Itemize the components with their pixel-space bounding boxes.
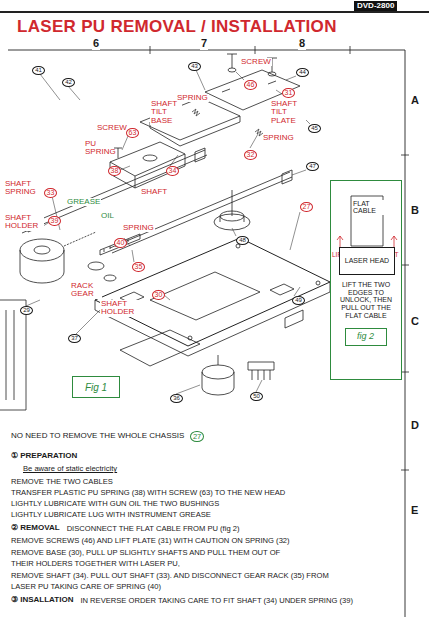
note-text: LIGHTLY LUBRICATE LUG WITH INSTRUMENT GR… xyxy=(10,511,212,519)
callout-number: 47 xyxy=(306,162,319,171)
part-label: SPRING xyxy=(122,224,155,232)
callout-number: 43 xyxy=(188,62,201,71)
grid-reference: C xyxy=(410,316,420,328)
callout-number: 42 xyxy=(62,78,75,87)
note-text: Be aware of static electricity xyxy=(22,465,118,473)
grid-reference: A xyxy=(410,95,420,107)
page-title: LASER PU REMOVAL / INSTALLATION xyxy=(16,18,338,36)
note-text: THEIR HOLDERS TOGETHER WITH LASER PU, xyxy=(10,560,181,568)
callout-number: 50 xyxy=(250,392,263,401)
callout-number: 33 xyxy=(44,188,57,198)
part-label: RACK GEAR xyxy=(70,282,102,299)
instruction-text: LIFT THE TWO EDGES TO UNLOCK, THEN PULL … xyxy=(335,281,397,319)
grid-reference: 6 xyxy=(92,38,100,50)
box-label: Fig 1 xyxy=(85,382,107,393)
model-number: DVD-2800 xyxy=(354,1,397,11)
callout-number: 44 xyxy=(296,68,309,77)
callout-number: 45 xyxy=(308,124,321,133)
part-label: SHAFT TILT PLATE xyxy=(270,100,306,125)
grid-reference: B xyxy=(410,205,420,217)
part-label: SHAFT xyxy=(140,188,168,196)
callout-number: 36 xyxy=(170,394,183,403)
part-label: OIL xyxy=(100,212,115,220)
callout-number: 35 xyxy=(132,262,145,272)
grid-reference: D xyxy=(410,420,420,432)
callout-number: 32 xyxy=(244,150,257,160)
callout-number: 29 xyxy=(20,306,33,315)
grid-reference: E xyxy=(410,505,419,517)
part-label: GREASE xyxy=(66,198,101,206)
note-text: TRANSFER PLASTIC PU SPRING (38) WITH SCR… xyxy=(10,489,286,497)
note-text: DISCONNECT THE FLAT CABLE FROM PU (fig 2… xyxy=(66,525,241,533)
callout-number: 38 xyxy=(108,166,121,176)
part-label: SHAFT SPRING xyxy=(4,180,38,197)
note-text: REMOVE SCREWS (46) AND LIFT PLATE (31) W… xyxy=(10,537,291,545)
part-label: SCREW xyxy=(240,58,272,66)
callout-number: 63 xyxy=(126,128,139,138)
callout-number: 31 xyxy=(282,88,295,98)
callout-number: 41 xyxy=(32,66,45,75)
figure-panel: LASER HEAD fig 2 LIFT THE TWO EDGES TO UNL… xyxy=(330,180,402,380)
part-label: PU SPRING xyxy=(84,140,114,157)
figure-label: Fig 1 xyxy=(72,376,120,398)
callout-number: 46 xyxy=(244,80,257,90)
part-label: SCREW xyxy=(96,124,128,132)
grid-reference: 7 xyxy=(200,38,208,50)
note-text: REMOVE THE TWO CABLES xyxy=(10,478,114,486)
callout-number: 30 xyxy=(152,290,165,300)
callout-number: 40 xyxy=(114,238,127,248)
laser-head-box: LASER HEAD xyxy=(339,247,395,275)
part-label: FLAT CABLE xyxy=(352,200,384,215)
callout-number: 37 xyxy=(68,334,81,343)
note-text: NO NEED TO REMOVE THE WHOLE CHASSIS xyxy=(10,432,185,440)
callout-number: 27 xyxy=(300,202,313,212)
figure-label: fig 2 xyxy=(345,328,387,346)
step-heading: ② REMOVAL xyxy=(10,524,61,532)
note-text: REMOVE BASE (30), PULL UP SLIGHTLY SHAFT… xyxy=(10,549,281,557)
grid-reference: 8 xyxy=(298,38,306,50)
callout-number: 39 xyxy=(48,216,61,226)
part-label: SPRING xyxy=(262,134,295,142)
note-text: IN REVERSE ORDER TAKING CARE TO FIT SHAF… xyxy=(79,597,354,605)
box-label: fig 2 xyxy=(357,332,374,342)
callout-number: 48 xyxy=(236,236,249,245)
part-label: SHAFT TILT BASE xyxy=(150,100,182,125)
part-label: SHAFT HOLDER xyxy=(100,300,140,317)
callout-number: 27 xyxy=(190,431,203,442)
step-heading: ① PREPARATION xyxy=(10,452,78,460)
note-text: LIGHTLY LUBRICATE WITH GUN OIL THE TWO B… xyxy=(10,500,220,508)
note-text: REMOVE SHAFT (34). PULL OUT SHAFT (33). … xyxy=(10,572,330,580)
step-heading: ③ INSALLATION xyxy=(10,596,74,604)
part-label: SHAFT HOLDER xyxy=(4,214,44,231)
note-text: LASER PU TAKING CARE OF SPRING (40) xyxy=(10,583,162,591)
callout-number: 34 xyxy=(166,166,179,176)
box-label: LASER HEAD xyxy=(345,257,389,265)
